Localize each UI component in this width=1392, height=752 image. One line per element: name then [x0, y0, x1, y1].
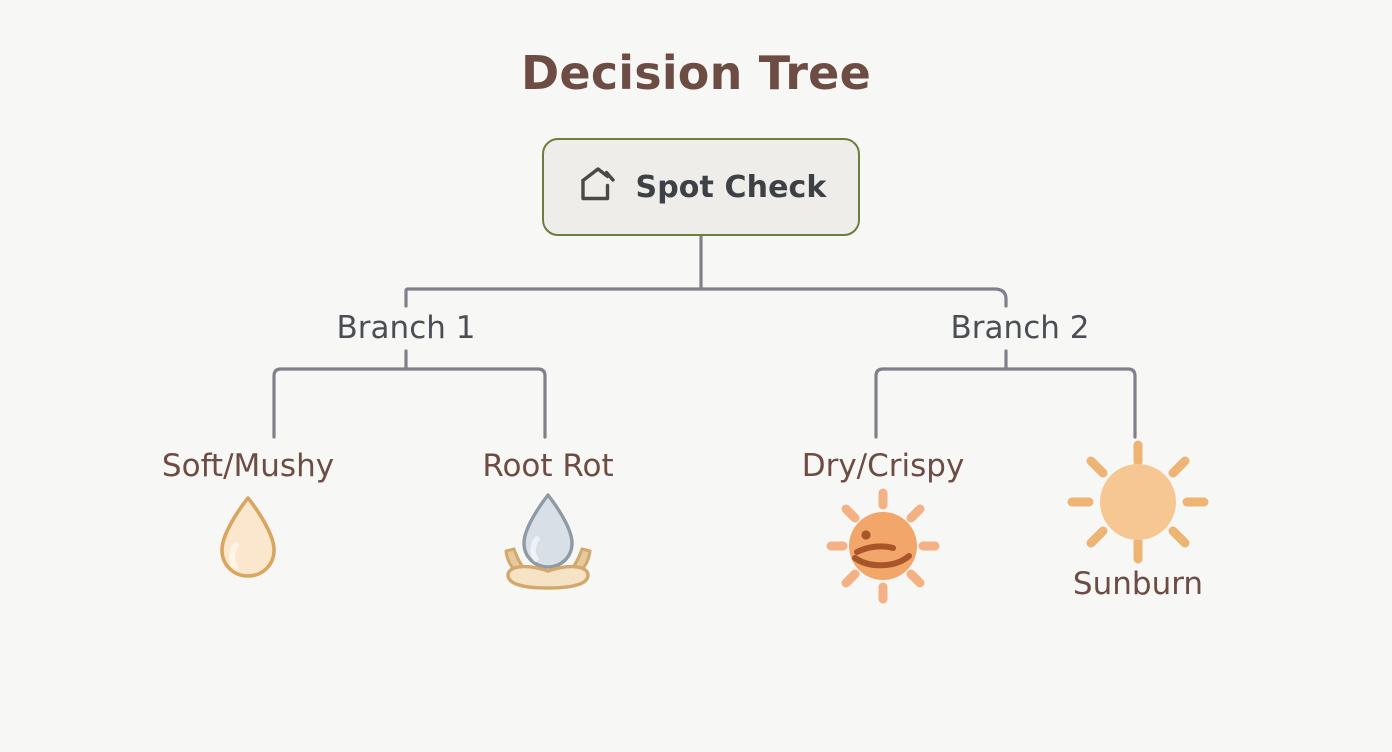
- leaf-label-dry-crispy: Dry/Crispy: [801, 448, 965, 484]
- branch-label-2: Branch 2: [950, 310, 1090, 346]
- connector-level1-bus: [404, 287, 1008, 308]
- droplet-in-basin-icon: [496, 487, 600, 599]
- leaf-label-root-rot: Root Rot: [482, 448, 614, 484]
- page-title: Decision Tree: [521, 46, 871, 100]
- connector-branch1-bus: [272, 367, 547, 439]
- connector-branch2-bus: [874, 367, 1137, 439]
- leaf-node-soft-mushy[interactable]: Soft/Mushy: [118, 448, 378, 593]
- leaf-label-soft-mushy: Soft/Mushy: [161, 448, 335, 484]
- branch-label-1: Branch 1: [336, 310, 476, 346]
- sun-face-icon: [817, 485, 949, 611]
- leaf-label-sunburn: Sunburn: [1072, 566, 1204, 602]
- water-droplet-icon: [209, 489, 287, 593]
- leaf-node-sunburn[interactable]: Sunburn: [1008, 437, 1268, 603]
- root-node-label: Spot Check: [635, 169, 827, 205]
- home-icon: [576, 163, 620, 211]
- leaf-node-dry-crispy[interactable]: Dry/Crispy: [753, 448, 1013, 611]
- leaf-node-root-rot[interactable]: Root Rot: [418, 448, 678, 599]
- sun-icon: [1064, 437, 1212, 571]
- root-node-spot-check[interactable]: Spot Check: [542, 138, 860, 236]
